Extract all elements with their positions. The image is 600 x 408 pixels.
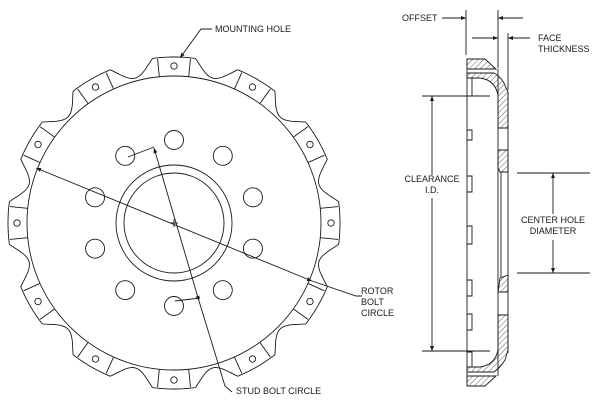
mounting-hole-leader xyxy=(179,28,212,59)
mounting-hole xyxy=(91,355,100,363)
side-view xyxy=(422,10,590,387)
tab-edge xyxy=(9,206,28,209)
tab-edge xyxy=(259,88,271,104)
stud-bolt-circle-dimension xyxy=(153,147,200,302)
tab-edge xyxy=(23,283,41,292)
label-line: CENTER HOLE xyxy=(520,215,586,225)
label-line: ROTOR xyxy=(361,286,394,296)
stud-hole xyxy=(242,187,263,208)
tab-edge xyxy=(105,72,114,90)
tab-edge xyxy=(23,154,41,163)
tab-edge xyxy=(293,308,309,320)
tab-edge xyxy=(293,126,309,138)
mounting-hole xyxy=(306,140,314,149)
rotor-bolt-leader xyxy=(311,280,362,297)
tab-edge xyxy=(188,58,191,77)
inner-ring xyxy=(26,75,322,371)
rotor-bolt-circle-label: ROTOR BOLT CIRCLE xyxy=(361,286,394,319)
face-thickness-label: FACE THICKNESS xyxy=(538,33,590,55)
stud-hole xyxy=(242,238,263,259)
stud-hole xyxy=(115,280,136,301)
tab-edge xyxy=(320,237,339,240)
mounting-hole-label: MOUNTING HOLE xyxy=(215,24,292,34)
stud-hole xyxy=(164,296,184,316)
mounting-hole xyxy=(13,219,21,227)
tab-edge xyxy=(77,88,89,104)
stud-hole xyxy=(164,130,184,150)
center-hole-diameter-label: CENTER HOLE DIAMETER xyxy=(521,215,585,237)
tab-edge xyxy=(39,126,55,138)
tab-edge xyxy=(234,72,243,90)
stud-hole xyxy=(85,238,106,259)
mounting-hole xyxy=(327,219,335,227)
mounting-hole xyxy=(91,83,100,91)
mounting-hole xyxy=(248,83,257,91)
tab-edge xyxy=(259,342,271,358)
scalloped-outline xyxy=(7,56,341,390)
stud-hole xyxy=(212,145,233,166)
stud-bolt-leader xyxy=(198,300,233,393)
tab-edge xyxy=(234,356,243,374)
stud-hole xyxy=(85,187,106,208)
tab-edge xyxy=(307,283,325,292)
mounting-hole xyxy=(170,376,178,384)
tab-edge xyxy=(77,342,89,358)
label-line: FACE xyxy=(538,33,562,43)
tab-edge xyxy=(105,356,114,374)
label-line: I.D. xyxy=(424,185,440,195)
label-line: THICKNESS xyxy=(538,44,590,54)
mounting-hole xyxy=(248,355,257,363)
label-line: DIAMETER xyxy=(529,226,577,236)
tab-edge xyxy=(188,369,191,388)
mounting-hole xyxy=(34,140,42,149)
label-line: BOLT xyxy=(361,297,384,307)
tab-edge xyxy=(157,58,160,77)
clearance-id-label: CLEARANCE I.D. xyxy=(404,174,459,196)
front-view xyxy=(7,28,362,393)
tab-edge xyxy=(320,206,339,209)
mounting-hole xyxy=(34,297,42,306)
tab-edge xyxy=(157,369,160,388)
mounting-hole xyxy=(170,62,178,70)
label-line: CIRCLE xyxy=(361,308,395,318)
stud-hole xyxy=(212,280,233,301)
tab-edge xyxy=(9,237,28,240)
rotor-bolt-circle-dimension xyxy=(35,167,313,282)
stud-bolt-circle-label: STUD BOLT CIRCLE xyxy=(236,386,322,396)
stud-hole xyxy=(115,145,136,166)
tab-edge xyxy=(39,308,55,320)
offset-label: OFFSET xyxy=(402,13,438,23)
label-line: CLEARANCE xyxy=(404,174,460,184)
tab-edge xyxy=(307,154,325,163)
mounting-hole xyxy=(306,297,314,306)
